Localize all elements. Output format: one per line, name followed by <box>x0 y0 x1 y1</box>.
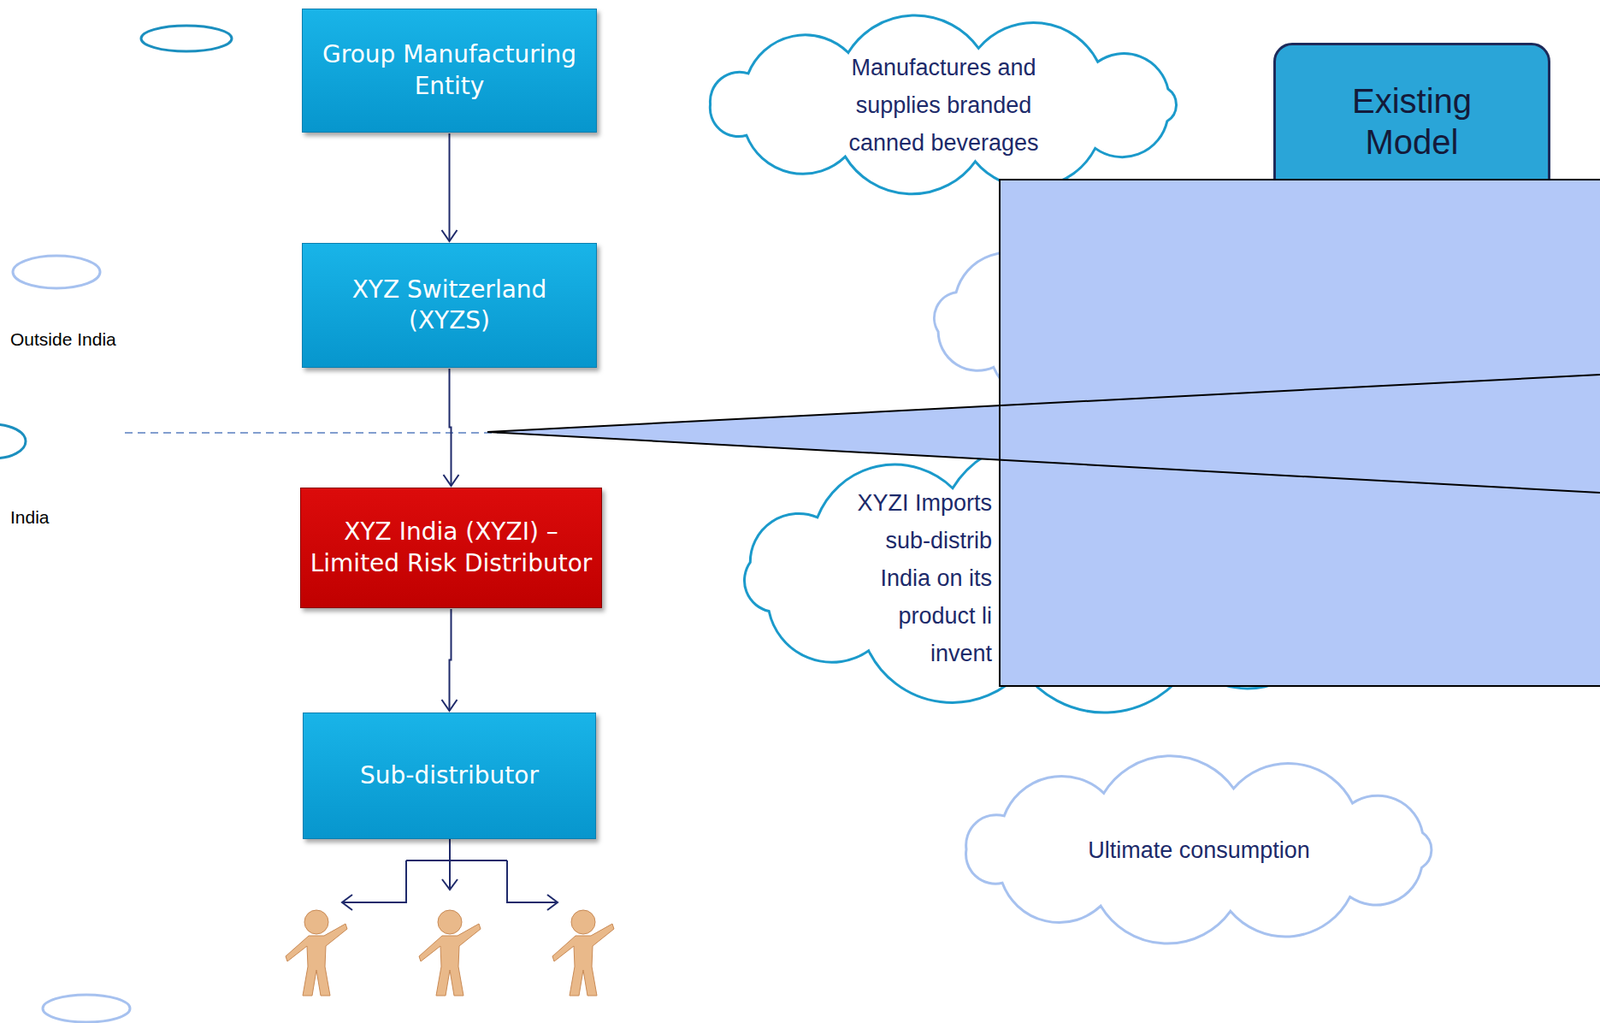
process-box: XYZ Switzerland (XYZS) <box>301 242 597 368</box>
cloud-callout: XYZI Imports sub-distrib India on its pr… <box>714 448 1429 704</box>
node-text: XYZ India (XYZI) – Limited Risk Distribu… <box>309 516 593 579</box>
person-figure <box>419 909 481 996</box>
node-text: Existing Model <box>1326 80 1498 163</box>
callout-wedge <box>487 374 1600 493</box>
node-text: Sub-distributor <box>360 760 539 792</box>
node-text: XYZI Imports sub-distrib India on its pr… <box>838 484 992 673</box>
flow-arrow <box>443 368 460 486</box>
person-figure <box>552 909 615 996</box>
border-line <box>124 431 1418 434</box>
ellipse-mark <box>12 255 101 289</box>
ellipse-mark <box>141 25 232 52</box>
node-text: Manufactures and supplies branded canned… <box>820 48 1069 162</box>
ellipse-mark <box>42 994 130 1022</box>
callout-edge <box>998 179 1001 686</box>
title-box: Existing Model <box>1273 42 1551 200</box>
cloud-shape <box>933 228 1326 414</box>
region-label: Outside India <box>10 329 117 350</box>
callout-edge <box>487 431 1600 493</box>
node-text: Ultimate consumption <box>1019 831 1379 869</box>
cloud-callout: Ultimate consumption <box>933 755 1465 945</box>
flow-arrow <box>442 133 458 242</box>
flow-arrow <box>442 608 458 711</box>
callout-edge <box>487 374 1600 432</box>
region-label: India <box>10 507 50 528</box>
fork-lines <box>342 838 558 910</box>
process-box: Sub-distributor <box>302 712 597 839</box>
cloud-callout: Manufactures and supplies branded canned… <box>678 15 1210 195</box>
people-figures <box>285 909 615 996</box>
callout-panel <box>999 179 1600 686</box>
ellipse-mark <box>0 424 26 459</box>
node-text: Group Manufacturing Entity <box>311 39 588 102</box>
person-figure <box>285 909 348 996</box>
process-box: XYZ India (XYZI) – Limited Risk Distribu… <box>300 487 603 609</box>
cloud-shape <box>714 448 1429 704</box>
node-text: XYZ Switzerland (XYZS) <box>311 274 588 337</box>
process-box: Group Manufacturing Entity <box>301 8 597 133</box>
